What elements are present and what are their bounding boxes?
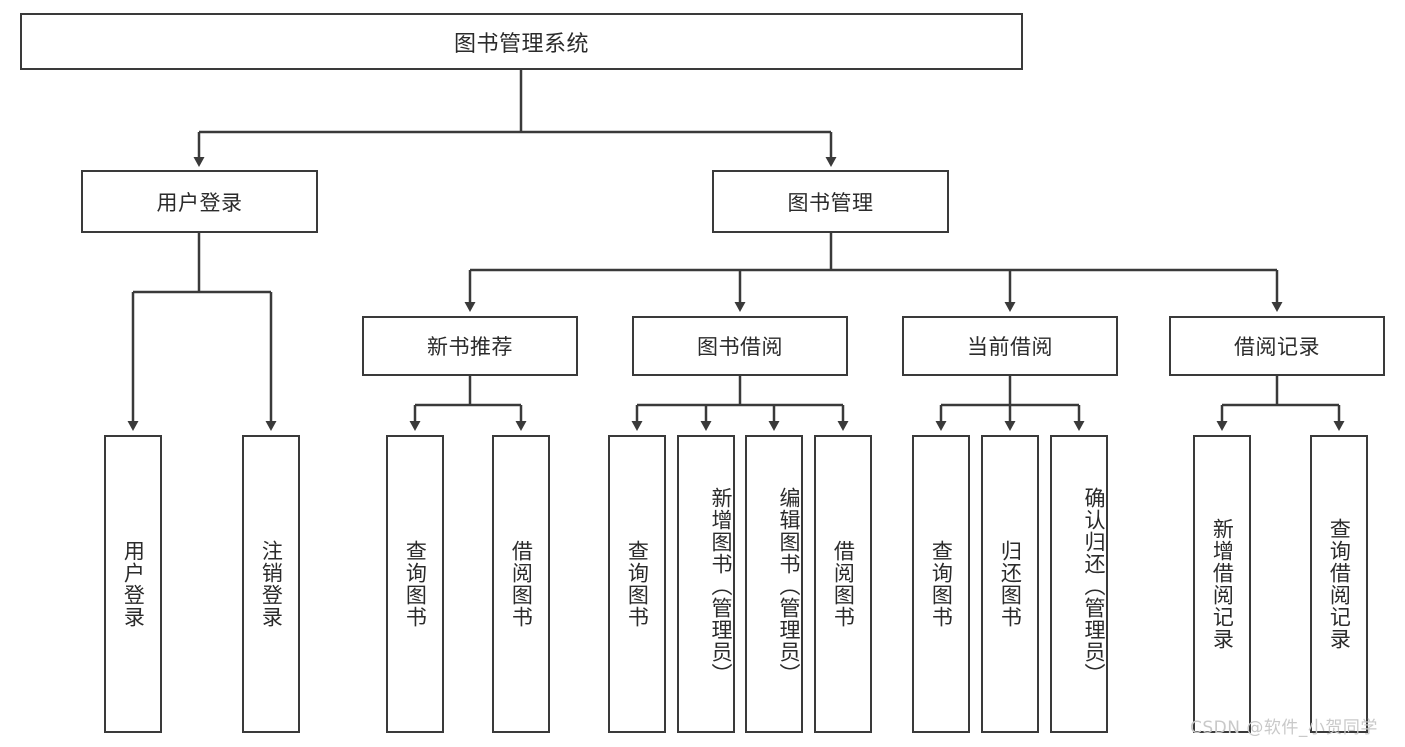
leaf-add-book-admin[interactable]: 新增图书（管理员） xyxy=(677,435,735,733)
leaf-add-book-admin-label: 新增图书（管理员） xyxy=(709,487,733,685)
node-root-label: 图书管理系统 xyxy=(453,31,589,57)
leaf-borrow-book-nb[interactable]: 借阅图书 xyxy=(492,435,550,733)
node-current-borrow-label: 当前借阅 xyxy=(967,335,1053,359)
leaf-query-book-cb[interactable]: 查询图书 xyxy=(912,435,970,733)
leaf-confirm-return-admin-label: 确认归还（管理员） xyxy=(1082,487,1106,685)
node-current-borrow[interactable]: 当前借阅 xyxy=(902,316,1118,376)
leaf-confirm-return-admin[interactable]: 确认归还（管理员） xyxy=(1050,435,1108,733)
node-user-login[interactable]: 用户登录 xyxy=(81,170,318,233)
leaf-edit-book-admin-label: 编辑图书（管理员） xyxy=(777,487,801,685)
csdn-watermark: CSDN @软件_小贺同学 xyxy=(1190,718,1378,738)
node-book-borrow[interactable]: 图书借阅 xyxy=(632,316,848,376)
leaf-query-book-nb[interactable]: 查询图书 xyxy=(386,435,444,733)
leaf-query-borrow-record[interactable]: 查询借阅记录 xyxy=(1310,435,1368,733)
leaf-add-borrow-record[interactable]: 新增借阅记录 xyxy=(1193,435,1251,733)
leaf-query-book-nb-label: 查询图书 xyxy=(403,540,428,628)
node-borrow-record-label: 借阅记录 xyxy=(1234,335,1320,359)
leaf-query-book-bb-label: 查询图书 xyxy=(625,540,650,628)
leaf-query-borrow-record-label: 查询借阅记录 xyxy=(1327,518,1352,650)
node-book-borrow-label: 图书借阅 xyxy=(697,335,783,359)
leaf-query-book-bb[interactable]: 查询图书 xyxy=(608,435,666,733)
leaf-borrow-book-nb-label: 借阅图书 xyxy=(509,540,534,628)
node-borrow-record[interactable]: 借阅记录 xyxy=(1169,316,1385,376)
node-book-manage[interactable]: 图书管理 xyxy=(712,170,949,233)
leaf-borrow-book-bb[interactable]: 借阅图书 xyxy=(814,435,872,733)
node-new-book-recommend-label: 新书推荐 xyxy=(427,335,513,359)
leaf-user-login[interactable]: 用户登录 xyxy=(104,435,162,733)
node-new-book-recommend[interactable]: 新书推荐 xyxy=(362,316,578,376)
leaf-add-borrow-record-label: 新增借阅记录 xyxy=(1210,518,1235,650)
leaf-user-login-label: 用户登录 xyxy=(121,540,146,628)
leaf-return-book[interactable]: 归还图书 xyxy=(981,435,1039,733)
leaf-logout-label: 注销登录 xyxy=(259,540,284,628)
leaf-logout[interactable]: 注销登录 xyxy=(242,435,300,733)
node-book-manage-label: 图书管理 xyxy=(787,190,874,215)
node-user-login-label: 用户登录 xyxy=(156,190,243,215)
leaf-edit-book-admin[interactable]: 编辑图书（管理员） xyxy=(745,435,803,733)
leaf-query-book-cb-label: 查询图书 xyxy=(929,540,954,628)
node-root[interactable]: 图书管理系统 xyxy=(20,13,1023,70)
leaf-borrow-book-bb-label: 借阅图书 xyxy=(831,540,856,628)
leaf-return-book-label: 归还图书 xyxy=(998,540,1023,628)
